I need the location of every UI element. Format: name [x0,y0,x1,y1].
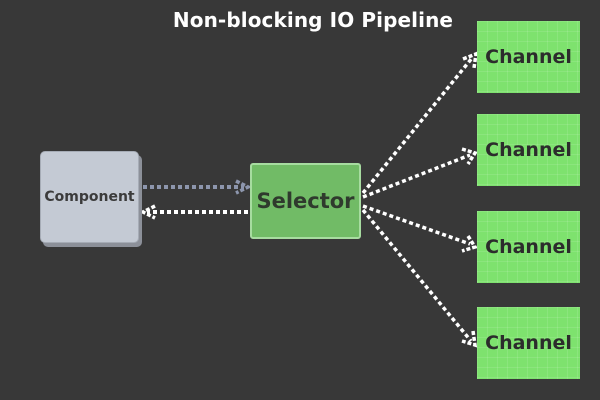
selector-to-channel-1-arrow [361,51,479,195]
channel-node-3: Channel [477,211,580,283]
channel-label: Channel [485,236,572,258]
selector-to-component-arrow [139,204,248,220]
selector-label: Selector [256,189,355,213]
channel-label: Channel [485,139,572,161]
channel-label: Channel [485,332,572,354]
diagram-title: Non-blocking IO Pipeline [172,8,454,32]
selector-to-channel-4-arrow [361,208,478,348]
component-to-selector-arrow [143,179,252,195]
channel-node-1: Channel [477,21,580,93]
selector-to-channel-2-arrow [362,147,478,199]
channel-node-4: Channel [477,307,580,379]
component-label: Component [44,189,135,205]
channel-label: Channel [485,46,572,68]
selector-node: Selector [250,163,361,239]
component-node: Component [40,151,139,243]
channel-node-2: Channel [477,114,580,186]
selector-to-channel-3-arrow [362,204,478,253]
